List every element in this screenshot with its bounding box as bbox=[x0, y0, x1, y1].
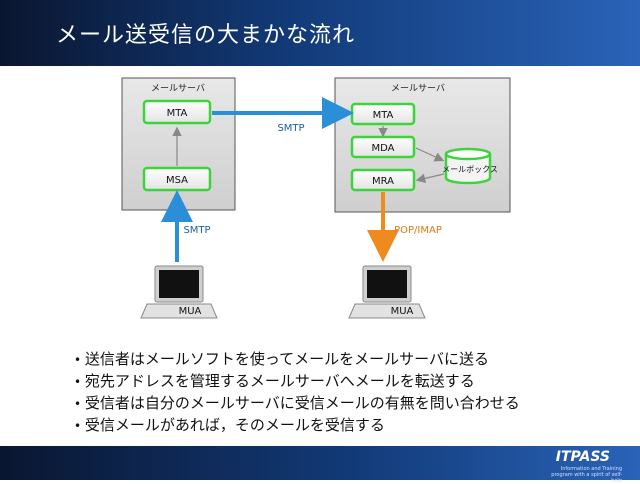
receiver-laptop-icon bbox=[348, 265, 426, 319]
slide-header: メール送受信の大まかな流れ bbox=[0, 0, 640, 66]
sender-laptop-icon bbox=[140, 265, 218, 319]
bullet-list: 送信者はメールソフトを使ってメールをメールサーバに送る 宛先アドレスを管理するメ… bbox=[74, 349, 520, 437]
mda-to-mailbox-arrow bbox=[415, 147, 445, 162]
right-mra-label: MRA bbox=[372, 176, 394, 187]
slide-title: メール送受信の大まかな流れ bbox=[56, 23, 356, 48]
bullet-item: 送信者はメールソフトを使ってメールをメールサーバに送る bbox=[74, 349, 520, 371]
bullet-item: 受信者は自分のメールサーバに受信メールの有無を問い合わせる bbox=[74, 393, 520, 415]
slide-footer: ITPASS Information and Training program … bbox=[0, 446, 640, 484]
smtp-relay-label: SMTP bbox=[277, 123, 304, 134]
right-server-label: メールサーバ bbox=[391, 83, 445, 94]
right-mail-server: メールサーバ MTA MDA MRA メールボックス bbox=[334, 77, 511, 213]
itpass-logo: ITPASS bbox=[555, 449, 610, 465]
mailbox-label: メールボックス bbox=[442, 165, 498, 174]
right-mda-label: MDA bbox=[372, 143, 395, 154]
pop-imap-label: POP/IMAP bbox=[394, 225, 442, 236]
logo-tagline: Information and Training program with a … bbox=[551, 466, 622, 484]
bullet-item: 宛先アドレスを管理するメールサーバへメールを転送する bbox=[74, 371, 520, 393]
mailbox-cylinder bbox=[444, 147, 492, 185]
receiver-mua-label: MUA bbox=[391, 306, 414, 317]
right-mra-box bbox=[350, 168, 416, 192]
bullet-item: 受信メールがあれば，そのメールを受信する bbox=[74, 415, 520, 437]
left-mta-label: MTA bbox=[167, 108, 188, 119]
left-mta-box bbox=[142, 99, 212, 125]
smtp-submit-label: SMTP bbox=[183, 225, 210, 236]
mail-flow-diagram: メールサーバ MTA MSA メールサーバ MTA MDA MRA メールボック… bbox=[121, 77, 511, 319]
left-server-label: メールサーバ bbox=[151, 83, 205, 94]
sender-mua-label: MUA bbox=[179, 306, 202, 317]
left-mail-server: メールサーバ MTA MSA bbox=[121, 77, 236, 211]
mailbox-to-mra-arrow bbox=[415, 173, 445, 184]
left-msa-label: MSA bbox=[166, 175, 188, 186]
right-mta-label: MTA bbox=[373, 110, 394, 121]
